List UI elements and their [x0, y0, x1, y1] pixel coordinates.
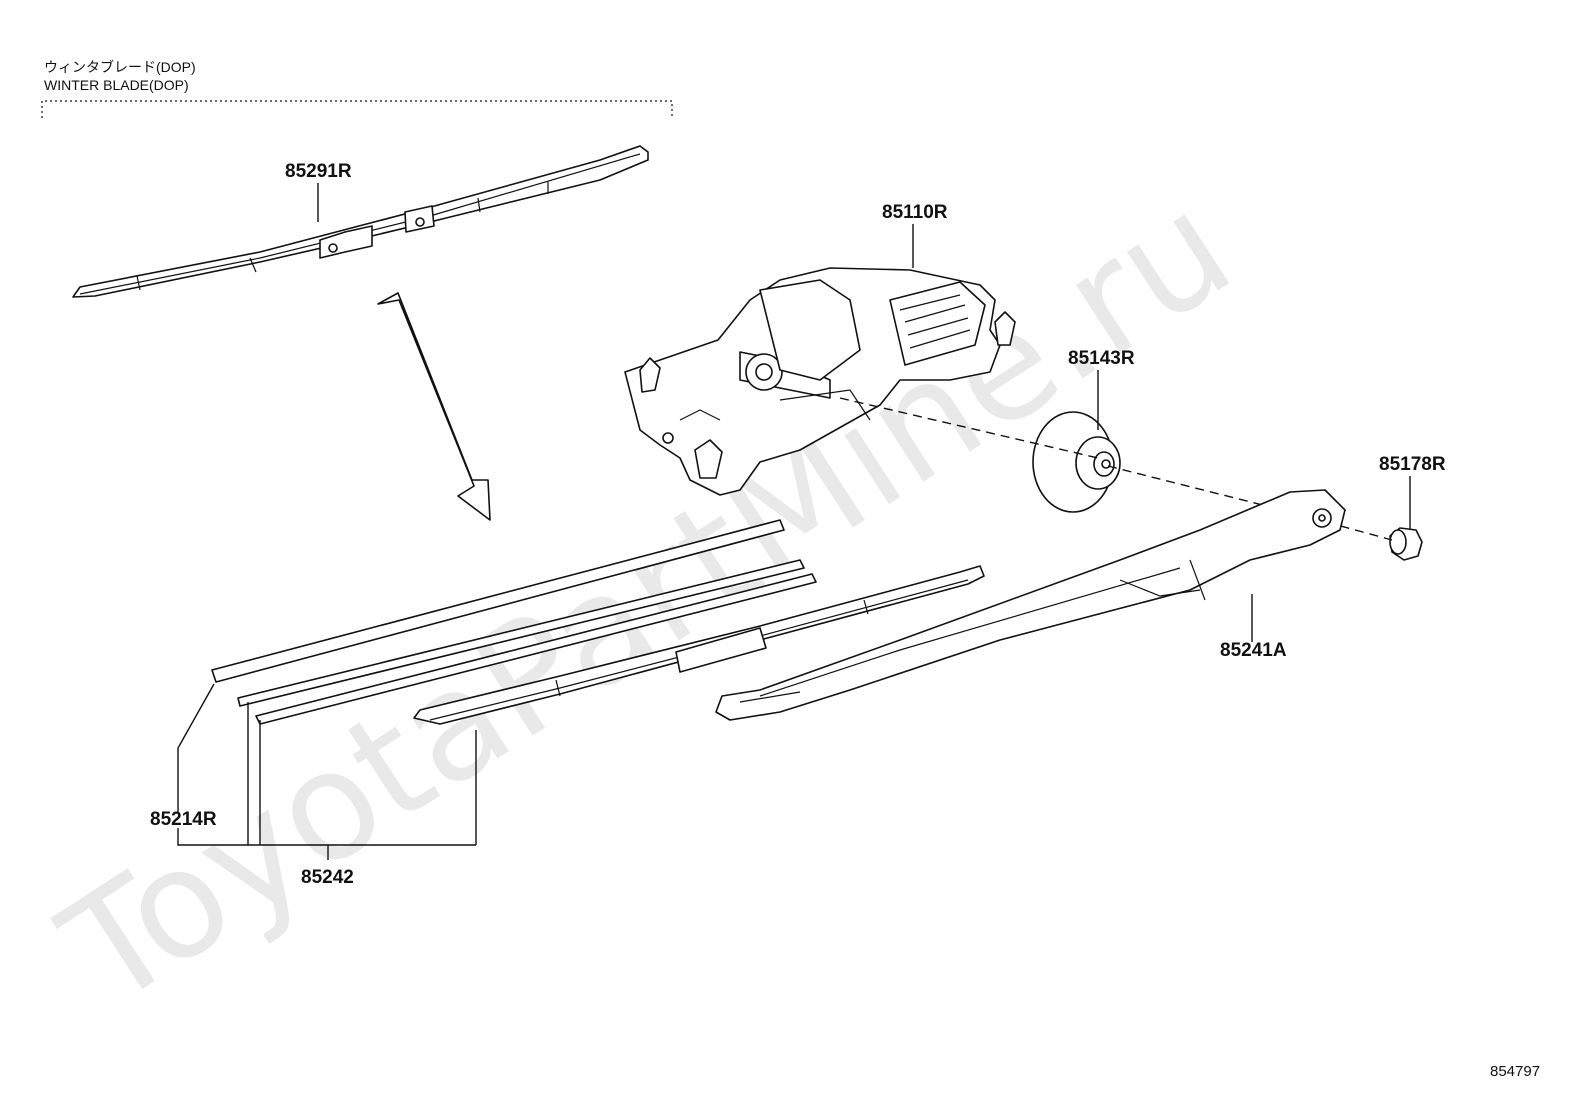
part-label-85291R: 85291R: [285, 161, 352, 182]
header-en: WINTER BLADE(DOP): [44, 77, 189, 93]
part-label-85241A: 85241A: [1220, 640, 1287, 661]
blade-rubber-strips: [211, 519, 817, 725]
bracket-bottom: [177, 828, 476, 846]
part-label-85242: 85242: [301, 867, 354, 888]
part-label-85143R: 85143R: [1068, 348, 1135, 369]
wiper-arm: [715, 489, 1346, 721]
nut: [1389, 527, 1423, 561]
header-jp: ウィンタブレード(DOP): [44, 59, 196, 75]
rear-wiper-blade: [413, 565, 985, 725]
direction-arrow: [377, 292, 491, 521]
part-label-85178R: 85178R: [1379, 454, 1446, 475]
winter-blade: [72, 145, 649, 298]
part-label-85214R: 85214R: [150, 809, 217, 830]
diagram-id: 854797: [1490, 1063, 1540, 1080]
wiper-motor: [624, 267, 1016, 496]
pivot-cap: [1032, 411, 1121, 513]
winter-blade-header: ウィンタブレード(DOP) WINTER BLADE(DOP): [41, 59, 673, 118]
part-label-85110R: 85110R: [882, 202, 948, 223]
leader-85214R-top: [177, 683, 215, 812]
assembly-line-arm-nut: [1325, 521, 1393, 541]
